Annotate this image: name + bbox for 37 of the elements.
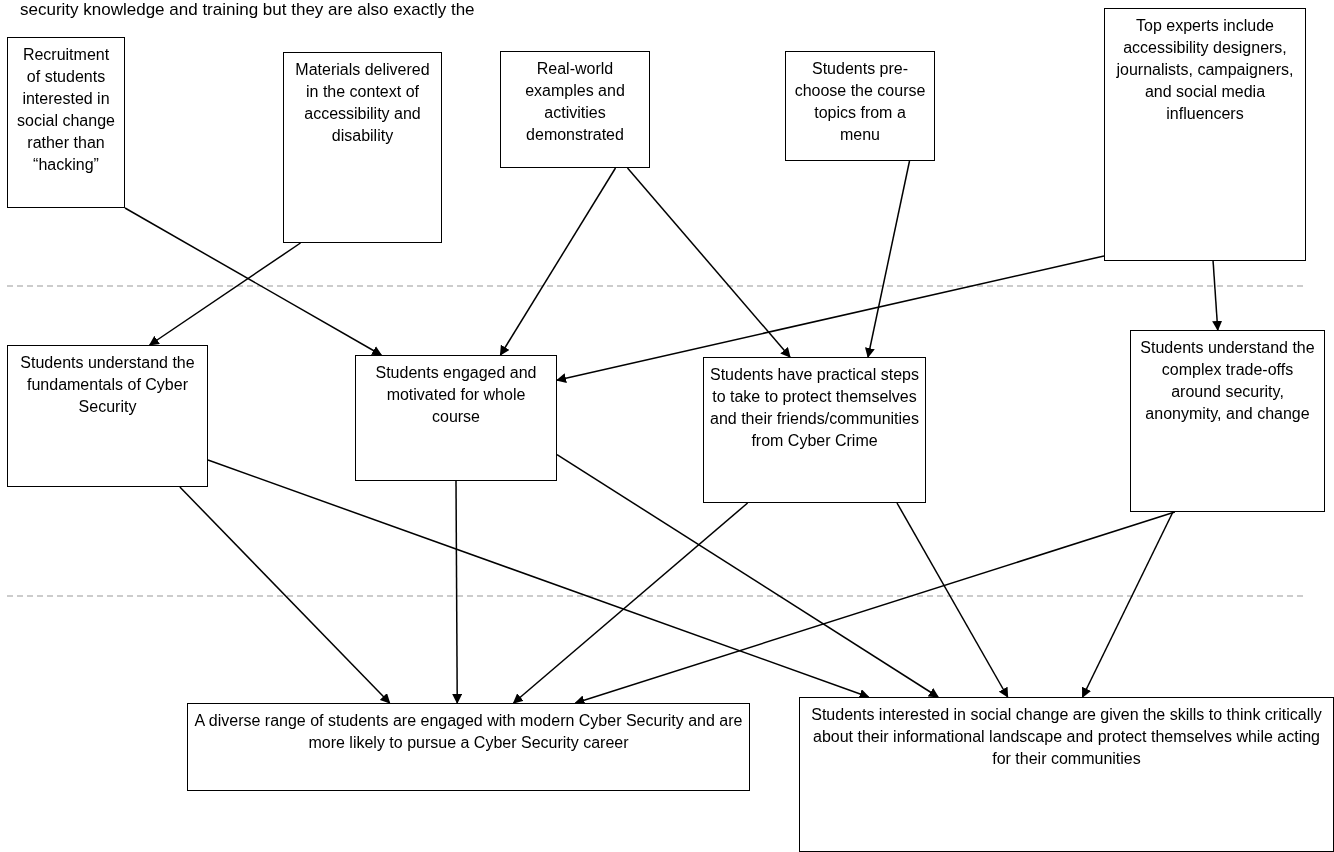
process-box xyxy=(7,37,125,208)
box-text: Materials delivered in the context of accessibility and disability xyxy=(294,60,431,146)
box-text: Students engaged and motivated for whole course xyxy=(374,363,538,427)
arrow xyxy=(207,459,870,699)
process-box xyxy=(1104,8,1306,261)
arrow xyxy=(896,502,1009,698)
arrow xyxy=(626,167,791,358)
arrow xyxy=(148,242,302,346)
box-text: Students have practical steps to take to protect themselves and their friends/communities from Cyber Crime xyxy=(710,365,919,451)
arrow xyxy=(452,480,463,704)
process-box xyxy=(785,51,935,161)
box-text: Recruitment of students interested in social change rather than “hacking” xyxy=(16,45,116,175)
arrow xyxy=(1212,260,1223,331)
arrow xyxy=(512,502,749,704)
process-box xyxy=(283,52,442,243)
box-text: Real-world examples and activities demonstrated xyxy=(524,59,626,145)
arrow xyxy=(556,255,1105,384)
box-text: Students understand the complex trade-offs around security, anonymity, and change xyxy=(1139,338,1316,424)
box-text: Students pre-choose the course topics from a menu xyxy=(793,59,927,145)
box-text: A diverse range of students are engaged with modern Cyber Security and are more likely to pursue a Cyber Security career xyxy=(194,711,743,753)
process-box xyxy=(799,697,1334,852)
process-box xyxy=(500,51,650,168)
arrow xyxy=(499,167,617,356)
arrow xyxy=(556,453,939,698)
box-text: Students interested in social change are given the skills to think critically about their informational landscape and protect themselves while acting for their communities xyxy=(810,705,1323,769)
note-text: security knowledge and training but they are also exactly the xyxy=(20,0,475,20)
process-box xyxy=(7,345,208,487)
arrow xyxy=(124,207,383,356)
process-box xyxy=(1130,330,1325,512)
box-text: Top experts include accessibility designers, journalists, campaigners, and social media influencers xyxy=(1115,16,1295,124)
box-text: Students understand the fundamentals of Cyber Security xyxy=(19,353,196,417)
arrow xyxy=(865,160,911,358)
arrow xyxy=(1081,511,1174,698)
process-box xyxy=(703,357,926,503)
process-box xyxy=(355,355,557,481)
process-box xyxy=(187,703,750,791)
arrow xyxy=(179,486,391,704)
